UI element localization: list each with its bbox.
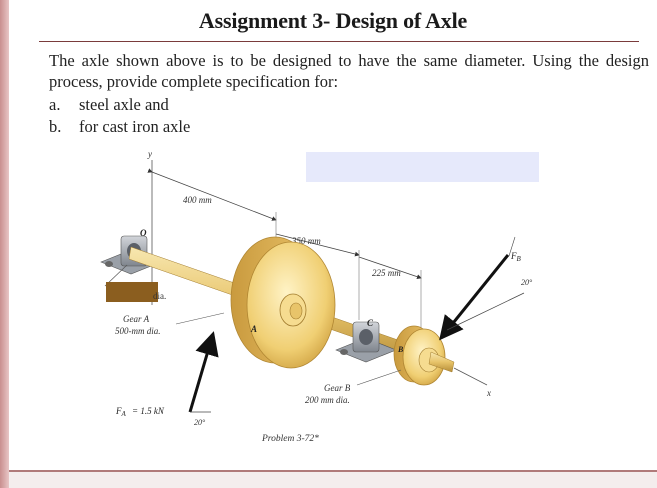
force-a-value: = 1.5 kN <box>132 406 165 416</box>
bottom-divider <box>9 470 657 472</box>
angle-b-label: 20° <box>521 278 533 287</box>
angle-a-label: 20° <box>194 418 206 427</box>
force-a-symbol: FA <box>115 406 127 418</box>
bearing-c <box>335 321 397 363</box>
force-b-arrow <box>439 254 510 341</box>
y-axis-label: y <box>147 149 152 159</box>
dim-line-400 <box>147 168 277 221</box>
highlight-box <box>306 152 539 182</box>
gear-b-label: Gear B <box>324 383 351 393</box>
force-b-tick <box>508 236 516 257</box>
gear-a <box>230 236 336 369</box>
list-text-b: for cast iron axle <box>79 117 191 136</box>
force-b-symbol: FB <box>510 251 522 263</box>
label-b: B <box>397 345 404 354</box>
list-text-a: steel axle and <box>79 95 169 114</box>
dim-line-350 <box>275 233 360 257</box>
list-marker-a: a. <box>49 95 61 114</box>
axle-figure: y 400 mm 350 mm 225 mm O <box>100 149 533 444</box>
problem-statement: The axle shown above is to be designed t… <box>49 51 649 91</box>
label-c: C <box>367 318 374 328</box>
covered-box <box>106 282 158 302</box>
list-item-b: b. for cast iron axle <box>49 117 190 137</box>
gear-a-label: Gear A <box>123 314 150 324</box>
list-item-a: a. steel axle and <box>49 95 169 115</box>
label-o: O <box>140 228 147 238</box>
gear-a-leader <box>175 312 225 325</box>
left-edge-strip <box>0 0 9 488</box>
gear-a-dia-label: 500-mm dia. <box>115 326 161 336</box>
list-marker-b: b. <box>49 117 62 136</box>
dia-label: dia. <box>153 291 166 301</box>
label-a: A <box>250 324 257 334</box>
gear-b-leader <box>356 369 402 386</box>
dim-350-label: 350 mm <box>291 236 321 246</box>
x-axis-label: x <box>486 388 491 398</box>
gear-b-dia-label: 200 mm dia. <box>305 395 350 405</box>
dim-225-label: 225 mm <box>372 268 401 278</box>
figure-caption: Problem 3-72* <box>261 434 319 444</box>
x-axis-line <box>453 367 488 386</box>
slide: Assignment 3- Design of Axle The axle sh… <box>9 0 657 488</box>
title-divider <box>39 41 639 42</box>
gear-b <box>393 325 455 386</box>
dim-line-225 <box>358 256 422 279</box>
force-b-ref-line <box>446 292 525 331</box>
slide-title: Assignment 3- Design of Axle <box>198 8 468 33</box>
bottom-strip <box>9 472 657 488</box>
force-a-arrow <box>188 331 219 413</box>
dim-400-label: 400 mm <box>183 195 212 205</box>
